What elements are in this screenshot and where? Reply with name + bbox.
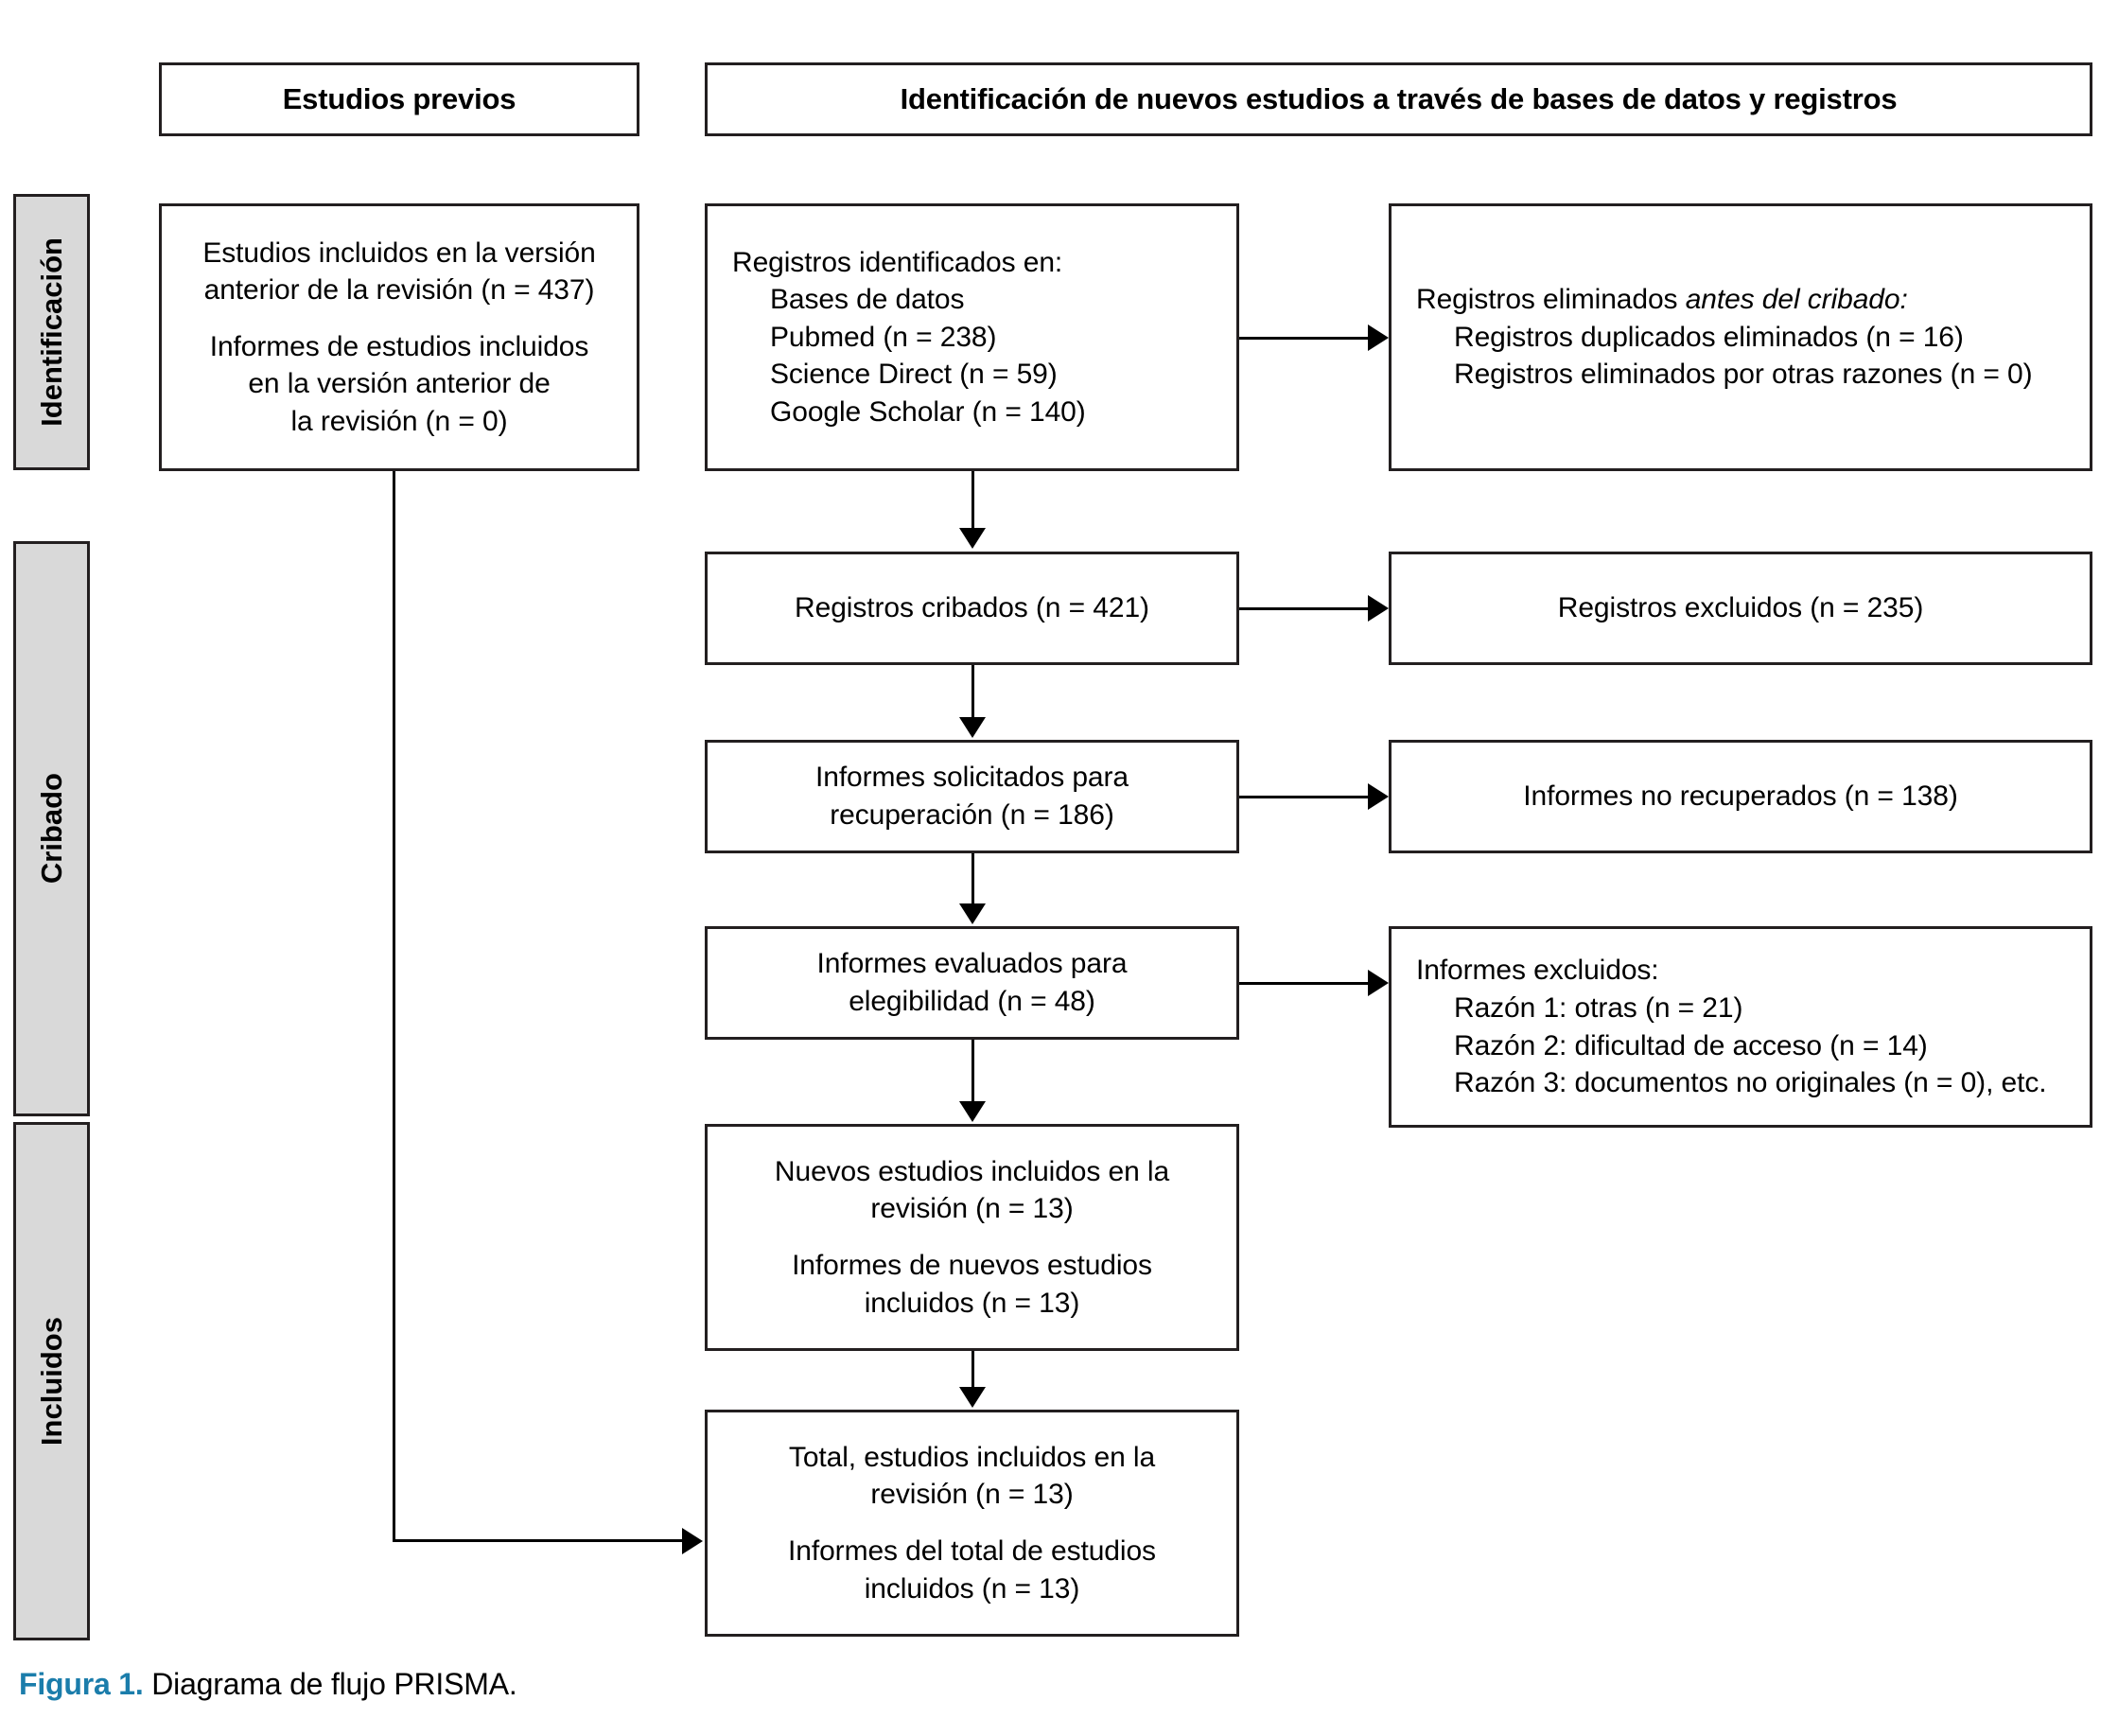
- banner-previous-studies: Estudios previos: [159, 62, 639, 136]
- arrowhead-identified-to-screened: [959, 528, 986, 549]
- connector-sought-to-not-retrieved: [1239, 796, 1372, 798]
- box-reports-sought: Informes solicitados para recuperación (…: [705, 740, 1239, 853]
- arrowhead-screened-to-sought: [959, 717, 986, 738]
- box-records-excluded: Registros excluidos (n = 235): [1389, 552, 2092, 665]
- connector-screened-to-sought: [971, 665, 974, 723]
- reports-excluded-item-1: Razón 1: otras (n = 21): [1454, 991, 1743, 1024]
- connector-previous-to-total-vertical: [393, 471, 395, 1542]
- arrowhead-previous-to-total: [682, 1528, 703, 1554]
- connector-new-included-to-total: [971, 1351, 974, 1391]
- records-identified-item-2: Pubmed (n = 238): [770, 321, 997, 353]
- figure-caption-label: Figura 1.: [19, 1667, 144, 1701]
- box-previous-included-studies: Estudios incluidos en la versión anterio…: [159, 203, 639, 471]
- box-reports-not-retrieved: Informes no recuperados (n = 138): [1389, 740, 2092, 853]
- stage-label-identificacion-text: Identificación: [34, 237, 68, 427]
- box-total-included: Total, estudios incluidos en la revisión…: [705, 1410, 1239, 1637]
- connector-previous-to-total-horizontal: [393, 1539, 686, 1542]
- arrowhead-assessed-to-new-included: [959, 1101, 986, 1122]
- connector-sought-to-assessed: [971, 853, 974, 908]
- stage-label-cribado: Cribado: [13, 541, 90, 1116]
- reports-excluded-item-3: Razón 3: documentos no originales (n = 0…: [1454, 1067, 2047, 1099]
- records-excluded-label: Registros excluidos (n = 235): [1557, 592, 1924, 624]
- previous-included-line-1: Estudios incluidos en la versión anterio…: [202, 237, 596, 307]
- stage-label-identificacion: Identificación: [13, 194, 90, 470]
- stage-label-incluidos: Incluidos: [13, 1122, 90, 1640]
- reports-excluded-title: Informes excluidos:: [1416, 955, 1659, 987]
- reports-not-retrieved-label: Informes no recuperados (n = 138): [1523, 780, 1958, 813]
- arrowhead-sought-to-not-retrieved: [1368, 783, 1389, 810]
- reports-assessed-label: Informes evaluados para elegibilidad (n …: [816, 948, 1128, 1017]
- stage-label-incluidos-text: Incluidos: [34, 1316, 68, 1447]
- box-records-screened: Registros cribados (n = 421): [705, 552, 1239, 665]
- previous-included-line-2: Informes de estudios incluidos en la ver…: [209, 330, 589, 437]
- figure-caption: Figura 1. Diagrama de flujo PRISMA.: [19, 1667, 517, 1702]
- stage-label-cribado-text: Cribado: [34, 773, 68, 885]
- box-reports-assessed: Informes evaluados para elegibilidad (n …: [705, 926, 1239, 1040]
- connector-assessed-to-new-included: [971, 1040, 974, 1106]
- arrowhead-assessed-to-reports-excluded: [1368, 970, 1389, 996]
- total-included-line-1: Total, estudios incluidos en la revisión…: [788, 1441, 1156, 1511]
- arrowhead-sought-to-assessed: [959, 903, 986, 924]
- connector-assessed-to-reports-excluded: [1239, 982, 1372, 985]
- connector-screened-to-excluded: [1239, 607, 1372, 610]
- records-screened-label: Registros cribados (n = 421): [795, 592, 1149, 624]
- box-records-identified: Registros identificados en: Bases de dat…: [705, 203, 1239, 471]
- connector-identified-to-removed: [1239, 337, 1372, 340]
- banner-previous-studies-label: Estudios previos: [282, 82, 516, 115]
- box-new-studies-included: Nuevos estudios incluidos en la revisión…: [705, 1124, 1239, 1351]
- records-identified-item-3: Science Direct (n = 59): [770, 359, 1058, 391]
- records-identified-item-1: Bases de datos: [770, 284, 965, 316]
- records-identified-title: Registros identificados en:: [732, 246, 1063, 278]
- records-removed-item-1: Registros duplicados eliminados (n = 16): [1454, 321, 1964, 353]
- reports-excluded-item-2: Razón 2: dificultad de acceso (n = 14): [1454, 1029, 1928, 1061]
- figure-caption-text: Diagrama de flujo PRISMA.: [151, 1667, 517, 1701]
- new-studies-included-line-2: Informes de nuevos estudios incluidos (n…: [792, 1250, 1152, 1319]
- reports-sought-label: Informes solicitados para recuperación (…: [815, 762, 1129, 831]
- records-removed-item-2: Registros eliminados por otras razones (…: [1454, 359, 2033, 391]
- banner-new-studies-label: Identificación de nuevos estudios a trav…: [900, 82, 1898, 115]
- arrowhead-identified-to-removed: [1368, 324, 1389, 351]
- box-reports-excluded: Informes excluidos: Razón 1: otras (n = …: [1389, 926, 2092, 1128]
- records-identified-item-4: Google Scholar (n = 140): [770, 395, 1086, 428]
- records-removed-title: Registros eliminados antes del cribado:: [1416, 284, 1908, 316]
- total-included-line-2: Informes del total de estudios incluidos…: [788, 1535, 1156, 1604]
- arrowhead-new-included-to-total: [959, 1387, 986, 1408]
- banner-new-studies: Identificación de nuevos estudios a trav…: [705, 62, 2092, 136]
- box-records-removed: Registros eliminados antes del cribado: …: [1389, 203, 2092, 471]
- arrowhead-screened-to-excluded: [1368, 595, 1389, 622]
- new-studies-included-line-1: Nuevos estudios incluidos en la revisión…: [774, 1155, 1170, 1225]
- connector-identified-to-screened: [971, 471, 974, 531]
